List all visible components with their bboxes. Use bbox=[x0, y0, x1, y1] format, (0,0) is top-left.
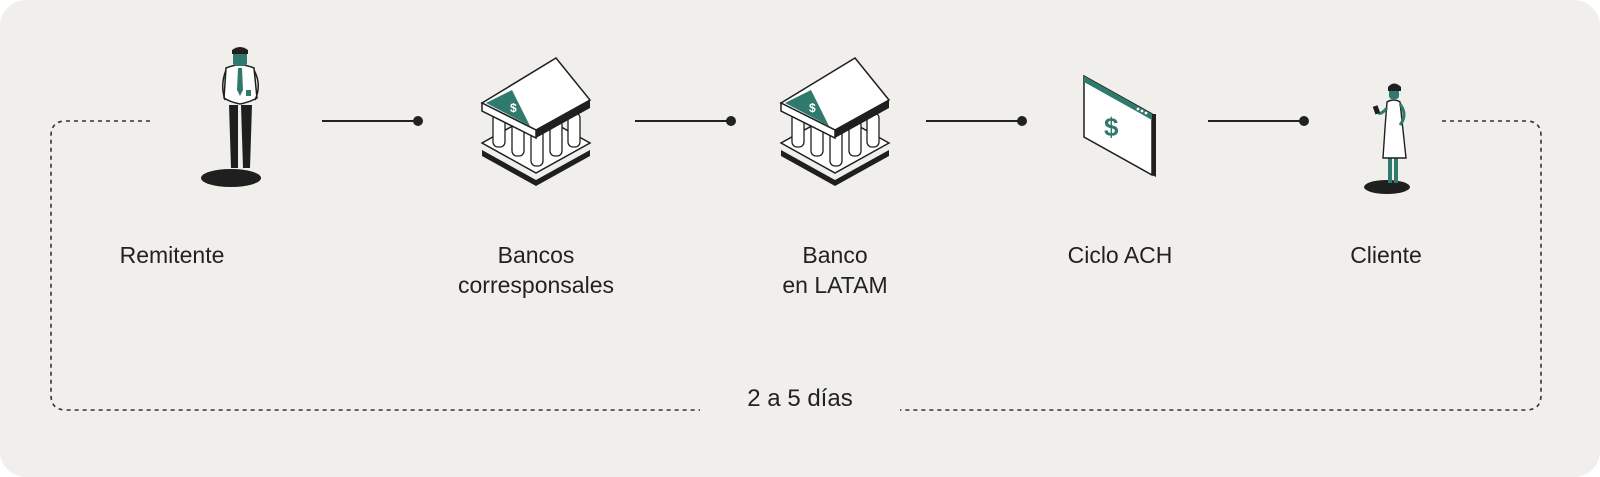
svg-text:$: $ bbox=[510, 101, 517, 115]
step-label-ciclo-ach: Ciclo ACH bbox=[1030, 240, 1210, 270]
woman-with-phone-icon bbox=[1364, 83, 1410, 194]
connector-3-dot bbox=[1017, 116, 1027, 126]
connectors bbox=[322, 116, 1309, 126]
duration-bracket bbox=[50, 120, 1542, 411]
browser-dollar-icon: $ bbox=[1083, 74, 1156, 177]
connector-2-dot bbox=[726, 116, 736, 126]
step-label-bancos-corresponsales: Bancos corresponsales bbox=[426, 240, 646, 300]
svg-text:$: $ bbox=[809, 101, 816, 115]
duration-label: 2 a 5 días bbox=[700, 385, 900, 413]
svg-text:$: $ bbox=[1104, 112, 1119, 142]
step-label-remitente: Remitente bbox=[92, 240, 252, 270]
bank-icon: $ bbox=[480, 57, 592, 186]
step-label-line: Banco bbox=[802, 242, 868, 268]
step-label-line: Ciclo ACH bbox=[1067, 242, 1173, 268]
step-label-line: Bancos bbox=[497, 242, 575, 268]
step-label-cliente: Cliente bbox=[1306, 240, 1466, 270]
step-label-line: Cliente bbox=[1350, 242, 1422, 268]
bracket-right-segment bbox=[890, 120, 1542, 411]
connector-1-dot bbox=[413, 116, 423, 126]
step-label-line: corresponsales bbox=[458, 272, 614, 298]
connector-4-dot bbox=[1299, 116, 1309, 126]
step-label-line: en LATAM bbox=[782, 272, 888, 298]
step-label-banco-latam: Banco en LATAM bbox=[745, 240, 925, 300]
step-label-line: Remitente bbox=[119, 242, 225, 268]
businessman-icon bbox=[201, 47, 261, 187]
bracket-left-segment bbox=[50, 120, 705, 411]
bank-icon: $ bbox=[779, 57, 891, 186]
